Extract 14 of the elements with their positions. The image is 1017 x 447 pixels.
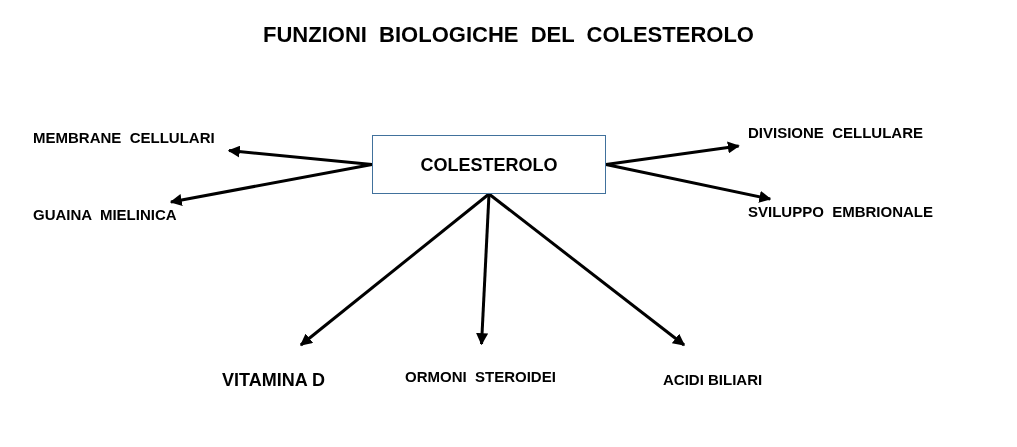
function-label: ACIDI BILIARI <box>663 345 763 389</box>
function-label: ORMONI STEROIDEI <box>405 344 556 386</box>
arrow <box>605 163 772 203</box>
function-label: GUAINA MIELINICA <box>33 202 191 224</box>
function-label: DIVISIONE CELLULARE <box>712 124 923 146</box>
concept-box: COLESTEROLO <box>372 135 606 194</box>
arrow <box>169 163 373 206</box>
arrow <box>476 193 491 346</box>
arrow <box>488 192 686 347</box>
arrow <box>299 192 490 347</box>
title: FUNZIONI BIOLOGICHE DEL COLESTEROLO <box>262 22 755 48</box>
function-label: SVILUPPO EMBRIONALE <box>712 199 934 221</box>
function-label: MEMBRANE CELLULARI <box>33 129 229 153</box>
function-label: VITAMINA D <box>222 345 325 389</box>
